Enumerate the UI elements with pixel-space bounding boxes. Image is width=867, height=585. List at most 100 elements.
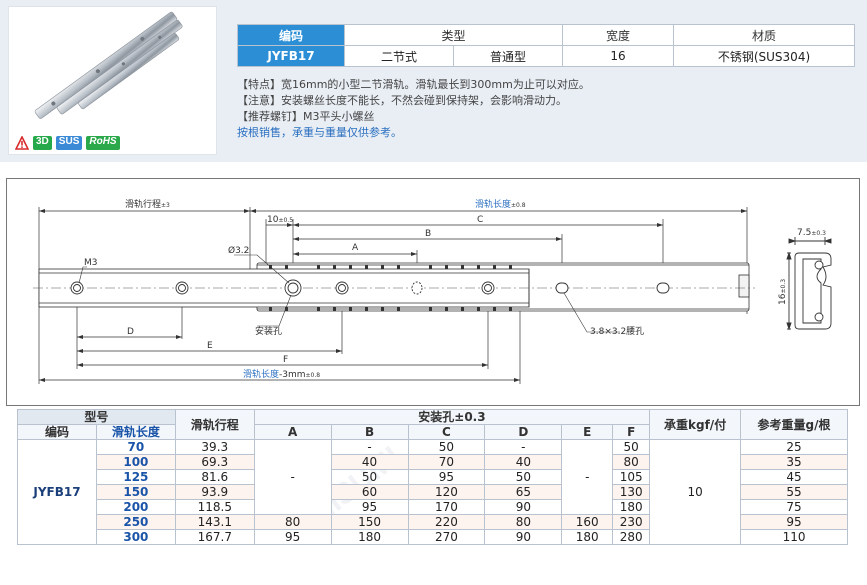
spec-type-kind: 普通型 — [453, 45, 563, 67]
spec-code: JYFB17 — [237, 45, 345, 67]
header-length: 滑轨长度 — [95, 424, 176, 440]
3d-badge: 3D — [33, 136, 52, 150]
cell-c: 220 — [407, 514, 486, 530]
cell-c: 95 — [407, 469, 486, 485]
cell-length: 125 — [95, 469, 176, 485]
cell-b: 180 — [330, 529, 409, 545]
profile-height-label: 16±0.3 — [778, 279, 788, 305]
note-caution: 【注意】安装螺丝长度不能长，不然会碰到保持架，会影响滑动力。 — [237, 94, 567, 107]
spec-header-code: 编码 — [237, 24, 345, 46]
install-hole-label: 安装孔 — [255, 325, 282, 337]
header-c: C — [407, 424, 486, 440]
cell-d: - — [484, 439, 563, 455]
cell-b: 95 — [330, 499, 409, 515]
cell-b: 150 — [330, 514, 409, 530]
cell-a: 80 — [253, 514, 332, 530]
cell-stroke: 167.7 — [174, 529, 255, 545]
cell-load: 10 — [649, 439, 742, 545]
cell-b: - — [330, 439, 409, 455]
cell-weight: 35 — [740, 454, 848, 470]
table-row: 150 93.9 60 120 65 130 55 — [18, 484, 848, 500]
cell-stroke: 39.3 — [174, 439, 255, 455]
sus-badge: SUS — [55, 136, 83, 150]
cell-length: 250 — [95, 514, 176, 530]
technical-drawing: 滑轨行程±3 滑轨长度±0.8 10±0.5 C B A Ø3.2 M3 安装孔… — [6, 178, 860, 406]
cell-c: 120 — [407, 484, 486, 500]
cell-c: 70 — [407, 454, 486, 470]
spec-header-type: 类型 — [344, 24, 563, 46]
header-weight: 参考重量g/根 — [740, 409, 848, 440]
cell-c: 270 — [407, 529, 486, 545]
hole-diameter-label: Ø3.2 — [228, 245, 249, 256]
cell-d: 50 — [484, 469, 563, 485]
cell-e: 160 — [561, 514, 614, 530]
slot-hole — [656, 282, 670, 294]
dim-a: A — [352, 243, 359, 253]
spec-material: 不锈钢(SUS304) — [673, 45, 855, 67]
cell-d: 90 — [484, 529, 563, 545]
cell-d: 90 — [484, 499, 563, 515]
cell-length: 150 — [95, 484, 176, 500]
warning-icon — [15, 136, 29, 150]
header-model: 型号 — [17, 409, 176, 425]
bottom-length-label: 滑轨长度-3mm±0.8 — [243, 368, 320, 380]
cell-stroke: 118.5 — [174, 499, 255, 515]
cell-weight: 45 — [740, 469, 848, 485]
table-row: 250 143.1 80 150 220 80 160 230 95 — [18, 514, 848, 530]
cell-length: 70 — [95, 439, 176, 455]
cell-d: 40 — [484, 454, 563, 470]
dim-d: D — [127, 327, 134, 337]
slide-rail-image — [34, 11, 183, 119]
rohs-badge: RoHS — [86, 136, 120, 150]
cell-weight: 55 — [740, 484, 848, 500]
cell-stroke: 143.1 — [174, 514, 255, 530]
cell-length: 100 — [95, 454, 176, 470]
cell-length: 200 — [95, 499, 176, 515]
cell-code: JYFB17 — [17, 439, 97, 545]
cell-b: 40 — [330, 454, 409, 470]
spec-type-stages: 二节式 — [344, 45, 454, 67]
header-install-holes: 安装孔±0.3 — [253, 409, 651, 425]
cell-e: - — [561, 439, 614, 515]
header-code: 编码 — [17, 424, 97, 440]
header-stroke: 滑轨行程 — [174, 409, 255, 440]
table-subheader-row: 编码 滑轨长度 A B C D E F — [17, 424, 848, 440]
cell-e: 180 — [561, 529, 614, 545]
cell-c: 50 — [407, 439, 486, 455]
cell-weight: 95 — [740, 514, 848, 530]
product-header-panel: 3D SUS RoHS 编码 类型 宽度 材质 JYFB17 二节式 普通型 1… — [0, 0, 867, 162]
product-notes: 【特点】宽16mm的小型二节滑轨。滑轨最长到300mm为止可以对应。 【注意】安… — [237, 77, 590, 141]
cell-b: 50 — [330, 469, 409, 485]
table-row: 100 69.3 40 70 40 80 35 — [18, 454, 848, 470]
dim-10: 10±0.5 — [267, 215, 293, 225]
dim-e: E — [207, 341, 213, 351]
header-a: A — [253, 424, 332, 440]
spec-table: 编码 类型 宽度 材质 JYFB17 二节式 普通型 16 不锈钢(SUS304… — [237, 24, 855, 67]
dimension-drawing: 滑轨行程±3 滑轨长度±0.8 10±0.5 C B A Ø3.2 M3 安装孔… — [33, 198, 832, 384]
cell-stroke: 81.6 — [174, 469, 255, 485]
cell-weight: 110 — [740, 529, 848, 545]
m3-label: M3 — [84, 258, 98, 268]
spec-header-width: 宽度 — [562, 24, 674, 46]
header-f: F — [612, 424, 651, 440]
profile-width-label: 7.5±0.3 — [797, 228, 826, 238]
note-sales: 按根销售，承重与重量仅供参考。 — [237, 126, 402, 139]
cell-a: - — [253, 439, 332, 515]
header-d: D — [484, 424, 563, 440]
stroke-label: 滑轨行程±3 — [125, 198, 170, 210]
header-e: E — [561, 424, 614, 440]
spec-data-table: 型号 滑轨行程 安装孔±0.3 承重kgf/付 参考重量g/根 编码 滑轨长度 … — [17, 409, 848, 545]
cell-c: 170 — [407, 499, 486, 515]
cell-f: 280 — [612, 529, 651, 545]
slot-hole — [555, 282, 569, 294]
dim-c: C — [477, 215, 483, 225]
cell-d: 80 — [484, 514, 563, 530]
spec-width: 16 — [562, 45, 674, 67]
table-row: 200 118.5 95 170 90 180 75 — [18, 499, 848, 515]
cell-f: 130 — [612, 484, 651, 500]
header-b: B — [330, 424, 409, 440]
cell-weight: 75 — [740, 499, 848, 515]
cell-length: 300 — [95, 529, 176, 545]
rail-cross-section — [786, 237, 832, 331]
table-header-row: 型号 滑轨行程 安装孔±0.3 承重kgf/付 参考重量g/根 — [17, 409, 848, 440]
